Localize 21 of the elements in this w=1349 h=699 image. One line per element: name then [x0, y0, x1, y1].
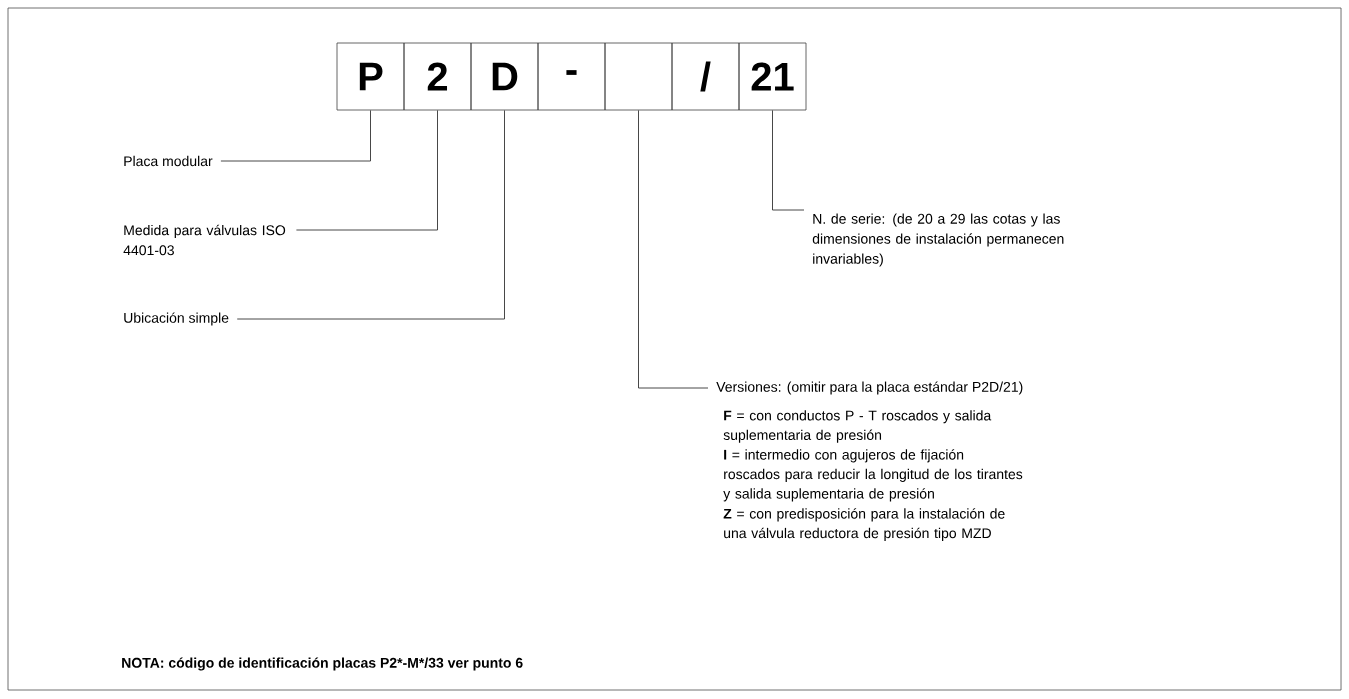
note-text: NOTA: código de identificación placas P2*-M*/33 ver punto 6: [122, 657, 523, 671]
code-box: -: [537, 42, 606, 111]
code-box: /: [671, 42, 740, 111]
description-text: Ubicación simple: [124, 312, 229, 326]
description-text: Medida para válvulas ISO 4401-03: [123, 224, 286, 256]
code-box: P: [336, 42, 405, 111]
note-text: F = con conductos P - T roscados y salida suplementaria de presión: [723, 410, 992, 443]
leader-line: [295, 109, 438, 231]
description-text: N. de serie: (de 20 a 29 las cotas y las dimensiones de instalación permanecen invariables): [812, 213, 1064, 267]
leader-line: [772, 109, 805, 211]
code-box: D: [470, 42, 539, 111]
code-box: 2: [403, 42, 472, 111]
code-box: [604, 42, 673, 111]
leader-line: [236, 109, 505, 320]
note-text: I = intermedio con agujeros de fijación roscados para reducir la longitud de los tirantes y salida suplementaria de presión: [723, 449, 1023, 502]
note-text: Z = con predisposición para la instalación de una válvula reductora de presión tipo MZD: [723, 508, 1005, 541]
leader-line: [638, 109, 709, 389]
description-text: Placa modular: [124, 155, 213, 167]
leader-line: [220, 109, 371, 162]
description-text: Versiones: (omitir para la placa estándar P2D/21): [716, 381, 1023, 395]
code-box: 21: [738, 42, 807, 111]
